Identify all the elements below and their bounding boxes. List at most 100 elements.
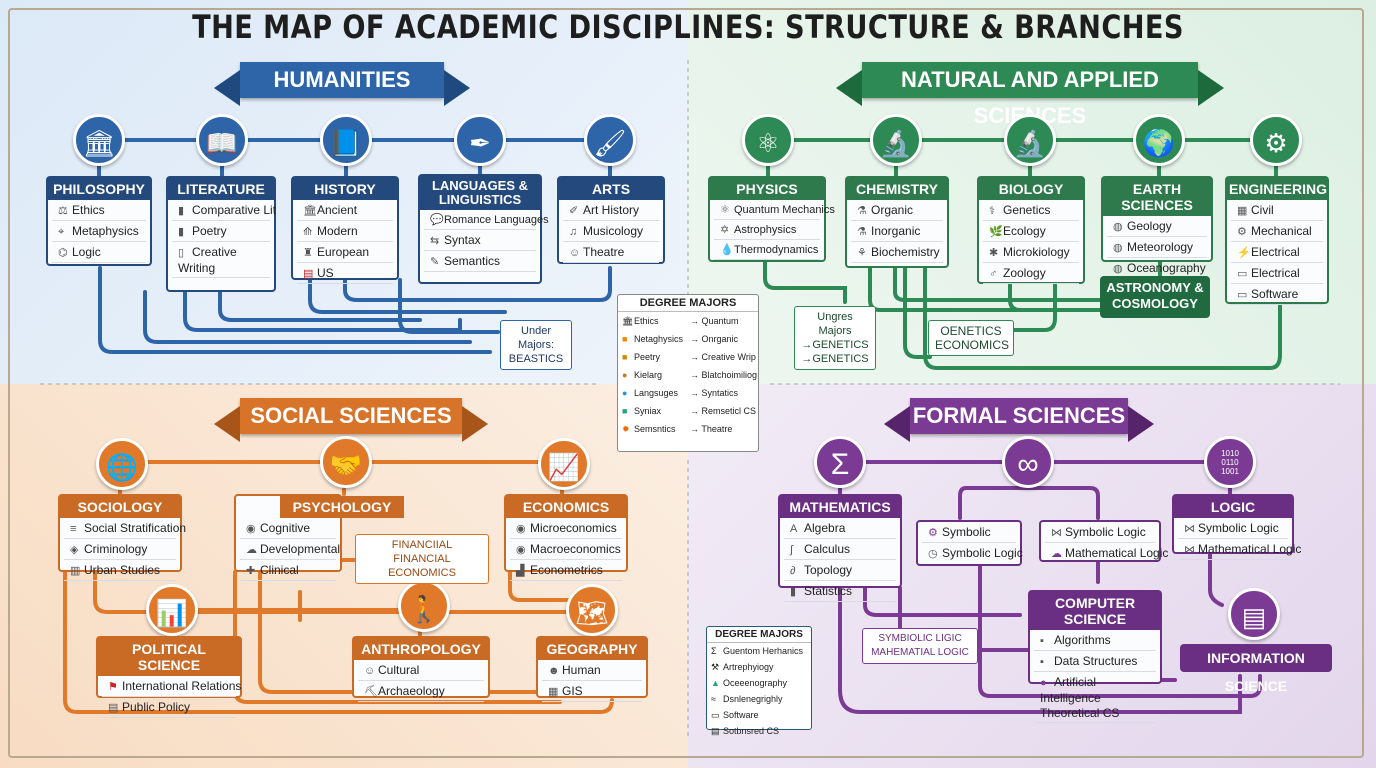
list-item[interactable]: ☺Cultural [358,662,484,681]
brain-icon: ☁ [1051,548,1062,560]
monitor-icon: ▭ [1237,268,1248,280]
list-item[interactable]: ∫Calculus [784,541,896,560]
list-item[interactable]: ▥Urban Studies [64,562,176,581]
list-item[interactable]: ⚙Mechanical [1231,223,1323,242]
list-item[interactable]: ⚑International Relations [102,678,241,697]
list-item[interactable]: ⟰Modern [297,223,393,242]
list-item[interactable]: ⋈Symbolic Logic [1045,524,1155,543]
languages-linguistics-title: LANGUAGES & LINGUISTICS [420,176,540,210]
people-icon: ☻ [548,665,560,677]
list-item[interactable]: ✱Microkiology [983,244,1079,263]
algebra-icon: A [790,523,798,535]
list-item[interactable]: ♜European [297,244,393,263]
list-item[interactable]: ♂Zoology [983,265,1079,284]
list-item[interactable]: ⚘Biochemistry [851,244,943,263]
geography-card[interactable]: GEOGRAPHY ☻Human ▦GIS [536,636,648,702]
list-item[interactable]: ∂Topology [784,562,896,581]
document-icon: ▤ [108,702,119,714]
paw-icon: ♂ [989,268,998,280]
list-item[interactable]: ⇆Syntax [424,232,536,251]
list-item[interactable]: ☁Developmental [240,541,340,560]
anthropology-card[interactable]: ANTHROPOLOGY ☺Cultural ⛏Archaeology [352,636,490,702]
list-item[interactable]: ▮Poetry [172,223,270,242]
computer-science-card[interactable]: COMPUTER SCIENCE ▪Algorithms ▪Data Struc… [1028,590,1162,723]
logic-card[interactable]: LOGIC ⋈Symbolic Logic ⋈Mathematical Logi… [1172,494,1301,560]
list-item[interactable]: ●Artificial Intelligence Theoretical CS [1034,674,1156,723]
list-item[interactable]: ≡Social Stratification [64,520,186,539]
list-item[interactable]: ⚙Symbolic [922,524,1016,543]
stats-icon: ▮ [790,586,797,598]
list-item[interactable]: ◉Microeconomics [510,520,622,539]
list-item[interactable]: ▭Software [1231,286,1323,305]
list-item[interactable]: 💬Romance Languages [424,212,549,230]
list-item[interactable]: ▪Data Structures [1034,653,1156,672]
literature-card[interactable]: LITERATURE ▮Comparative Lit ▮Poetry ▯Cre… [166,176,276,292]
chemistry-card[interactable]: CHEMISTRY ⚗Organic ⚗Inorganic ⚘Biochemis… [845,176,949,268]
history-card[interactable]: HISTORY 🏛Ancient ⟰Modern ♜European ▤US [291,176,399,284]
list-item[interactable]: ♫Musicology [563,223,659,242]
list-item[interactable]: ▟Econometrics [510,562,622,581]
list-item[interactable]: ⚗Organic [851,202,943,221]
psychology-card[interactable]: PSYCHOLOGY ◉Cognitive ☁Developmental ✚Cl… [234,494,404,581]
economics-card[interactable]: ECONOMICS ◉Microeconomics ◉Macroeconomic… [504,494,628,581]
symbolic-box[interactable]: ⚙Symbolic ◷Symbolic Logic [916,520,1023,566]
list-item[interactable]: ▤Public Policy [102,699,236,718]
list-item[interactable]: ✡Astrophysics [714,222,820,240]
book-icon: 📘 [320,114,372,166]
list-item[interactable]: ✚Clinical [240,562,336,581]
coin-icon: ◉ [516,544,526,556]
philosophy-card[interactable]: PHILOSOPHY ⚖Ethics ⌖Metaphysics ⌬Logic [46,176,152,266]
symbolic-logic-box[interactable]: ⋈Symbolic Logic ☁Mathematical Logic [1039,520,1169,562]
list-item[interactable]: ⌖Metaphysics [52,223,146,242]
list-item[interactable]: ⋈Mathematical Logic [1178,541,1301,560]
list-item[interactable]: ◍Geology [1107,218,1207,237]
list-item[interactable]: ☁Mathematical Logic [1051,546,1169,560]
engineering-card[interactable]: ENGINEERING ▦Civil ⚙Mechanical ⚡Electric… [1225,176,1329,305]
list-item[interactable]: ▦Civil [1231,202,1323,221]
list-item[interactable]: 💧Thermodynamics [714,242,820,260]
information-science-box[interactable]: INFORMATION SCIENCE [1180,644,1332,694]
astronomy-cosmology-box[interactable]: ASTRONOMY & COSMOLOGY [1100,276,1210,318]
list-item[interactable]: ☻Human [542,662,642,681]
list-item[interactable]: ▯Creative Writing [172,244,270,278]
list-item[interactable]: ▤US [297,265,393,284]
network-icon: ⌖ [58,226,65,238]
list-item[interactable]: ▮Statistics [784,583,896,602]
list-item[interactable]: ▪Algorithms [1034,632,1156,651]
arts-card[interactable]: ARTS ✐Art History ♫Musicology ☺Theatre [557,176,665,264]
handshake-icon: 🤝 [320,436,372,488]
list-item[interactable]: ⚗Inorganic [851,223,943,242]
list-item[interactable]: 🌿Ecology [983,223,1079,242]
biology-card[interactable]: BIOLOGY ⚕Genetics 🌿Ecology ✱Microkiology… [977,176,1085,284]
legend-row: ■Syniax→ Remseticl CS [622,406,757,416]
page-frame [8,8,1364,758]
list-item[interactable]: ⌬Logic [52,244,146,263]
list-item[interactable]: ◷Symbolic Logic [928,546,1023,560]
list-item[interactable]: ◉Cognitive [240,520,336,539]
list-item[interactable]: ◍Meteorology [1107,239,1207,258]
political-science-card[interactable]: POLITICAL SCIENCE ⚑International Relatio… [96,636,242,718]
list-item[interactable]: ⚡Electrical [1231,244,1323,263]
list-item[interactable]: ☺Theatre [563,244,659,263]
list-item[interactable]: ▭Electrical [1231,265,1323,284]
languages-linguistics-card[interactable]: LANGUAGES & LINGUISTICS 💬Romance Languag… [418,174,549,284]
list-item[interactable]: ▦GIS [542,683,642,702]
list-item[interactable]: ⚕Genetics [983,202,1079,221]
physics-card[interactable]: PHYSICS ⚛Quantum Mechanics ✡Astrophysics… [708,176,835,262]
list-item[interactable]: ⛏Archaeology [358,683,484,702]
list-item[interactable]: 🏛Ancient [297,202,393,221]
list-item[interactable]: ⚖Ethics [52,202,146,221]
sociology-card[interactable]: SOCIOLOGY ≡Social Stratification ◈Crimin… [58,494,186,581]
list-item[interactable]: ◉Macroeconomics [510,541,622,560]
list-item[interactable]: ✐Art History [563,202,659,221]
earth-sciences-card[interactable]: EARTH SCIENCES ◍Geology ◍Meteorology ◍Oc… [1101,176,1213,279]
list-item[interactable]: ▮Comparative Lit [172,202,276,221]
legend-row: 🏛Ethics→ Quantum [622,316,739,326]
list-item[interactable]: ⚛Quantum Mechanics [714,202,835,220]
list-item[interactable]: ◈Criminology [64,541,176,560]
list-item[interactable]: ✎Semantics [424,253,536,272]
list-item[interactable]: ⋈Symbolic Logic [1178,520,1288,539]
